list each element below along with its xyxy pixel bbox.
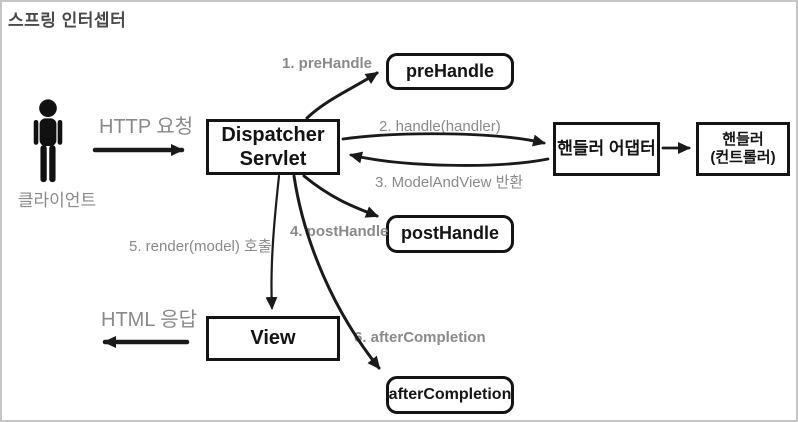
node-prehandle: preHandle bbox=[386, 53, 514, 90]
handler-line1: 핸들러 bbox=[722, 130, 764, 148]
dispatcher-line1: Dispatcher bbox=[221, 123, 325, 146]
client-person-icon bbox=[33, 99, 63, 183]
step3-modelandview-label: 3. ModelAndView 반환 bbox=[375, 174, 524, 191]
node-aftercompletion: afterCompletion bbox=[386, 376, 514, 414]
handler-adapter-label: 핸들러 어댑터 bbox=[557, 138, 656, 158]
node-handler-controller: 핸들러 (컨트롤러) bbox=[696, 122, 790, 176]
node-view: View bbox=[206, 316, 340, 361]
handler-line2: (컨트롤러) bbox=[710, 149, 776, 166]
http-request-label: HTTP 요청 bbox=[99, 116, 194, 138]
client-label: 클라이언트 bbox=[17, 191, 97, 210]
posthandle-label: postHandle bbox=[400, 223, 499, 244]
step1-prehandle-arrow bbox=[305, 71, 379, 120]
view-label: View bbox=[250, 327, 296, 350]
aftercompletion-label: afterCompletion bbox=[388, 386, 512, 404]
node-dispatcher-servlet: Dispatcher Servlet bbox=[206, 119, 340, 175]
step6-aftercompletion-label: 6. afterCompletion bbox=[354, 329, 486, 346]
html-response-label: HTML 응답 bbox=[101, 309, 198, 331]
diagram-title: 스프링 인터셉터 bbox=[8, 11, 127, 30]
node-posthandle: postHandle bbox=[386, 215, 514, 253]
step1-prehandle-label: 1. preHandle bbox=[282, 55, 373, 72]
step4-posthandle-arrow bbox=[302, 174, 379, 218]
dispatcher-line2: Servlet bbox=[239, 148, 307, 170]
prehandle-label: preHandle bbox=[405, 60, 495, 81]
step2-handle-arrow bbox=[341, 132, 546, 147]
step5-render-arrow bbox=[265, 174, 281, 310]
node-handler-adapter: 핸들러 어댑터 bbox=[553, 122, 660, 176]
step2-handle-label: 2. handle(handler) bbox=[379, 118, 501, 135]
step4-posthandle-label: 4. postHandle bbox=[290, 223, 389, 240]
step3-modelandview-return-arrow bbox=[349, 151, 550, 167]
step5-render-label: 5. render(model) 호출 bbox=[129, 238, 272, 255]
